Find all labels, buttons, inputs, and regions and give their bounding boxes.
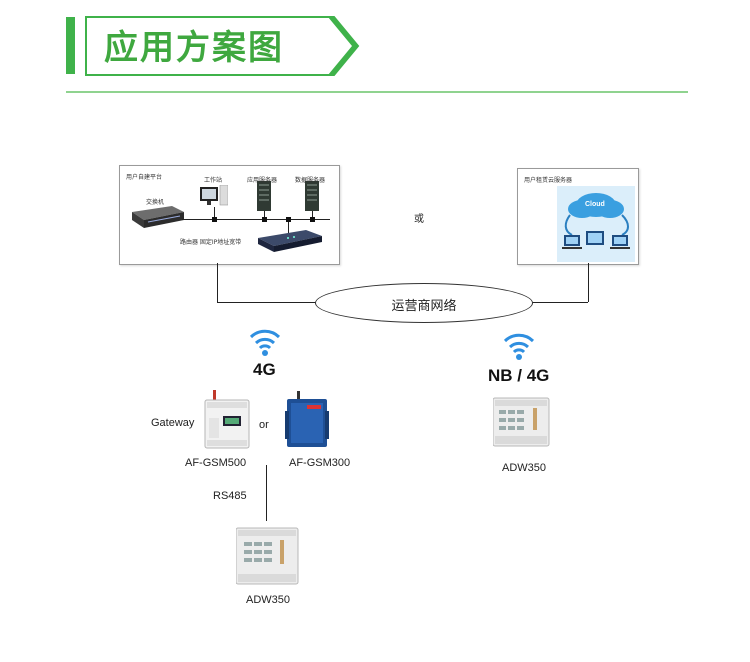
- adw350-device-bottom: [236, 527, 299, 585]
- bus-node: [212, 217, 217, 222]
- app-server-icon: [257, 181, 271, 211]
- cloud-label: Cloud: [585, 201, 605, 208]
- cloud-icon: [562, 193, 630, 249]
- bus-node: [286, 217, 291, 222]
- left-wireless-label: 4G: [253, 360, 276, 379]
- lan-bus: [182, 219, 330, 220]
- wifi-icon: [249, 329, 281, 356]
- user-platform-box: 用户自建平台 交换机 工作站 应用服务器 数据服务器: [119, 165, 340, 265]
- adw350-right-label: ADW350: [502, 462, 547, 474]
- adw350-device-right: [493, 397, 550, 447]
- gsm300-device: [285, 391, 329, 447]
- db-server-icon: [305, 181, 319, 211]
- gsm500-label: AF-GSM500: [185, 457, 247, 469]
- gsm300-label: AF-GSM300: [289, 457, 351, 469]
- bus-node: [310, 217, 315, 222]
- wifi-icon: [503, 333, 535, 360]
- header-divider: [66, 91, 688, 93]
- or-gateway-label: or: [259, 419, 269, 431]
- right-platform-link: [588, 263, 589, 302]
- router-drop: [288, 219, 289, 233]
- carrier-network-ellipse: [315, 283, 533, 323]
- gsm500-device: [204, 390, 250, 449]
- workstation-icon: [200, 185, 228, 206]
- router-label: 路由器 固定IP地址宽带: [180, 239, 242, 246]
- router-icon: [258, 230, 322, 252]
- db-server-label: 数据服务器: [295, 177, 326, 184]
- workstation-label: 工作站: [204, 177, 223, 184]
- cloud-server-title: 用户租赁云服务器: [524, 177, 573, 184]
- rs485-link: [266, 465, 267, 521]
- left-network-link: [217, 302, 317, 303]
- left-platform-link: [217, 263, 218, 302]
- title-accent-bar: [66, 17, 75, 74]
- bus-node: [262, 217, 267, 222]
- db-server-drop: [312, 211, 313, 219]
- cloud-server-box: 用户租赁云服务器 Cloud: [517, 168, 639, 265]
- workstation-drop: [214, 207, 215, 219]
- title-arrow-frame: [85, 16, 360, 76]
- carrier-network-label: 运营商网络: [391, 298, 457, 313]
- app-server-drop: [264, 211, 265, 219]
- app-server-label: 应用服务器: [247, 177, 278, 184]
- right-network-link: [530, 302, 588, 303]
- rs485-label: RS485: [213, 490, 247, 502]
- user-platform-title: 用户自建平台: [126, 174, 163, 181]
- switch-icon: [132, 206, 184, 228]
- page-title: 应用方案图: [104, 28, 284, 68]
- gateway-label: Gateway: [151, 417, 195, 429]
- or-top-label: 或: [414, 214, 424, 225]
- switch-label: 交换机: [146, 199, 165, 206]
- right-wireless-label: NB / 4G: [488, 366, 550, 385]
- adw350-bottom-label: ADW350: [246, 594, 291, 606]
